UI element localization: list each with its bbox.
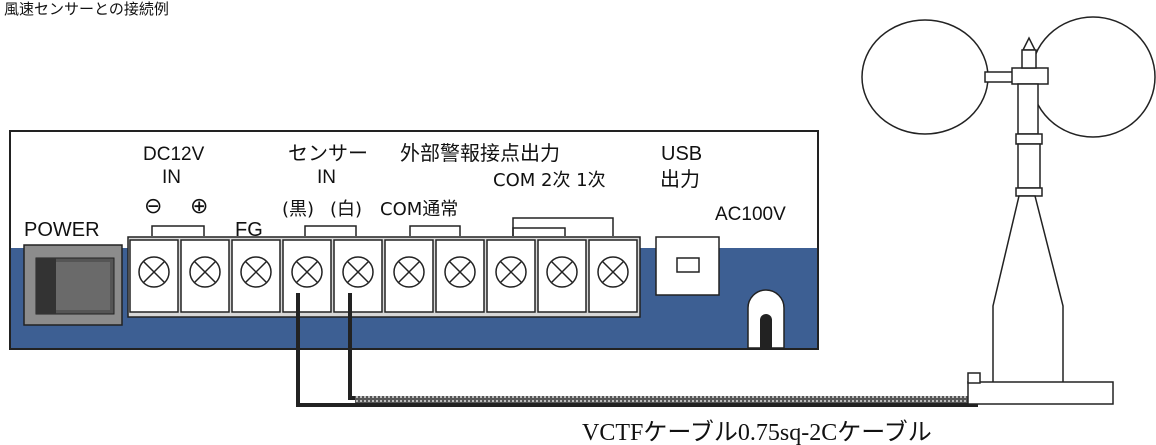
usb-label: USB [661,143,702,165]
power-label: POWER [24,219,100,241]
minus-symbol: ⊖ [144,193,162,218]
terminal-screw [180,239,230,313]
terminal-screw [231,239,281,313]
sensor-label: センサー [288,141,368,165]
terminal-screw [537,239,587,313]
white-label: (白) [330,199,362,220]
diagram-title: 風速センサーとの接続例 [4,0,169,18]
plus-symbol: ⊕ [190,193,208,218]
usb-output-label: 出力 [660,167,700,191]
terminal-screw [486,239,536,313]
terminal-screw [333,239,383,313]
dc12v-label: DC12V [143,144,205,165]
com-secondary-primary-label: COM 2次 1次 [493,170,606,191]
usb-port[interactable] [655,236,720,296]
dc12v-in-label: IN [162,167,181,188]
sensor-cable [296,293,978,407]
ac100v-label: AC100V [715,204,786,225]
cable-label: VCTFケーブル0.75sq-2Cケーブル [582,419,932,445]
terminal-brackets [151,217,614,236]
fg-label: FG [235,219,263,241]
terminal-screw [282,239,332,313]
black-label: (黒) [282,199,314,220]
terminal-screw [129,239,179,313]
terminal-block [129,239,638,313]
terminal-screw [435,239,485,313]
com-normal-label: COM通常 [380,199,458,220]
power-switch[interactable] [23,244,123,326]
anemometer [861,16,1156,405]
terminal-screw [588,239,638,313]
ac-power-cord [747,289,785,349]
terminal-screw [384,239,434,313]
sensor-in-label: IN [317,167,336,188]
anemometer-cup-left [861,19,989,135]
alarm-contact-label: 外部警報接点出力 [400,141,560,165]
controller-panel: DC12V IN ⊖ ⊕ POWER FG センサー IN (黒) (白) 外部… [9,130,819,350]
anemometer-cup-right [1030,16,1156,138]
